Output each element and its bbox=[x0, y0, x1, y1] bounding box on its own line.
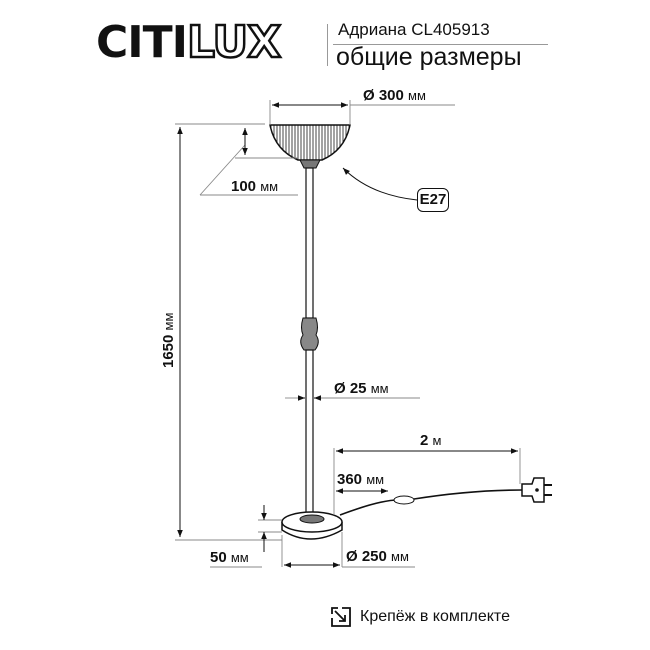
cord-length-label: 2 м bbox=[420, 432, 442, 449]
shade-diameter-label: Ø 300 мм bbox=[363, 87, 426, 104]
stem bbox=[300, 167, 319, 516]
cord-switch bbox=[393, 495, 415, 505]
header-rule bbox=[333, 44, 548, 45]
brand-logo-solid: CITI bbox=[96, 17, 188, 68]
brand-logo: CITILUX bbox=[96, 16, 283, 69]
plug-icon bbox=[521, 477, 552, 503]
socket-badge: E27 bbox=[417, 188, 449, 212]
shade-height-label: 100 мм bbox=[231, 178, 279, 195]
mounting-note: Крепёж в комплекте bbox=[330, 606, 510, 628]
switch-distance-label: 360 мм bbox=[337, 471, 385, 488]
brand-logo-outline: LUX bbox=[186, 16, 283, 69]
header-divider bbox=[327, 24, 328, 66]
shade bbox=[269, 124, 351, 169]
base bbox=[281, 511, 343, 540]
base-height-label: 50 мм bbox=[210, 549, 249, 566]
base-diameter-label: Ø 250 мм bbox=[346, 548, 409, 565]
mount-arrow-icon bbox=[331, 607, 351, 627]
mounting-note-text: Крепёж в комплекте bbox=[360, 608, 510, 625]
model-name: Адриана CL405913 bbox=[338, 20, 490, 39]
total-height-label: 1650 мм bbox=[160, 312, 177, 368]
stem-diameter-label: Ø 25 мм bbox=[334, 380, 389, 397]
page-title: общие размеры bbox=[336, 43, 522, 71]
